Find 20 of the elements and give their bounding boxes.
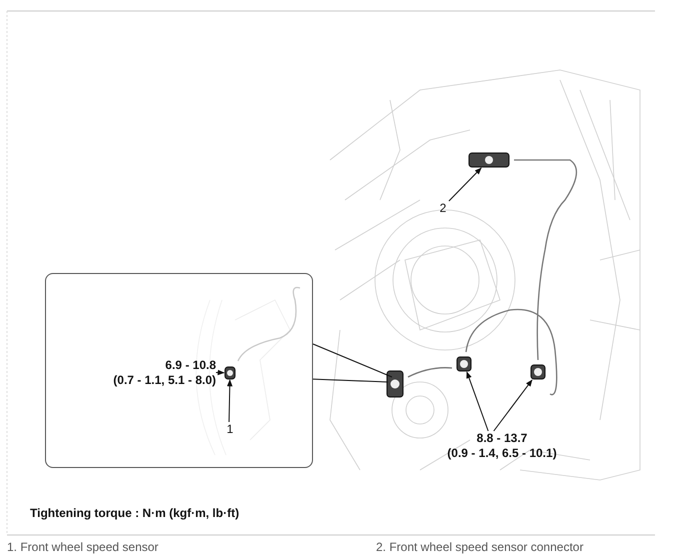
- leader-line: [312, 378, 388, 383]
- inset-panel: [45, 273, 313, 468]
- leader-line: [466, 371, 489, 432]
- callout-number: 2: [437, 201, 449, 217]
- leader-line: [493, 379, 532, 432]
- legend-text: 2. Front wheel speed sensor connector: [376, 540, 584, 554]
- legend-text: 1. Front wheel speed sensor: [7, 540, 158, 554]
- callout-number: 1: [224, 422, 236, 438]
- bracket-bolt-icon: [530, 364, 546, 380]
- connector-icon: [468, 152, 510, 168]
- torque-value: 8.8 - 13.7 (0.9 - 1.4, 6.5 - 10.1): [428, 431, 576, 463]
- bracket-bolt-icon: [456, 356, 472, 372]
- note-text: Tightening torque : N·m (kgf·m, lb·ft): [30, 506, 240, 520]
- sensor-icon: [386, 370, 404, 398]
- sensor-bolt-icon: [224, 366, 236, 380]
- leader-line: [216, 370, 225, 376]
- leader-line: [312, 343, 392, 378]
- leader-line: [448, 168, 482, 202]
- torque-value: 6.9 - 10.8 (0.7 - 1.1, 5.1 - 8.0): [51, 358, 216, 390]
- leader-line: [226, 379, 233, 422]
